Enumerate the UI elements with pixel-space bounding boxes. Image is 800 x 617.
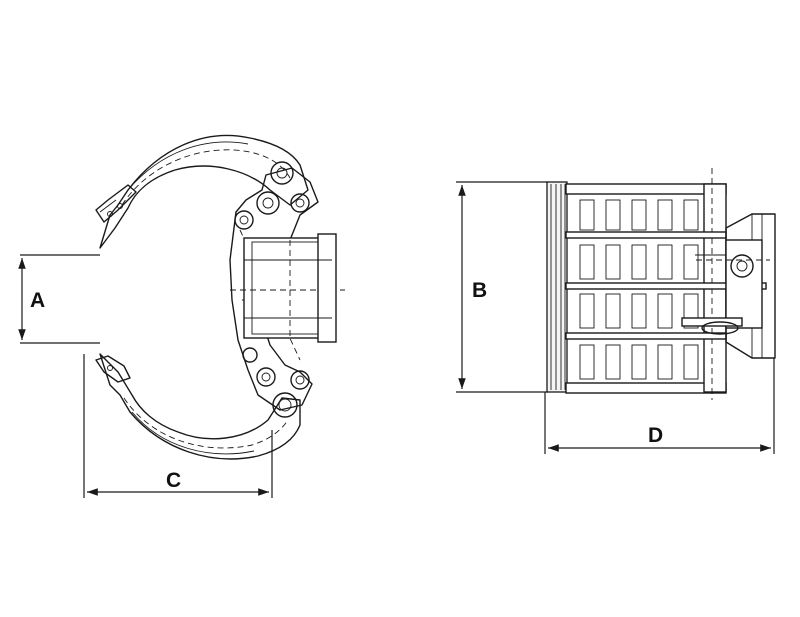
pivot-pins [234, 161, 310, 418]
front-tine-bar [546, 181, 568, 393]
rotator-head [229, 167, 345, 411]
dimension-a-label: A [30, 289, 45, 312]
dimension-c-label: C [166, 469, 181, 492]
dimension-d-label: D [648, 424, 663, 447]
rotator-attachment [681, 213, 776, 359]
dimension-d: D [544, 358, 775, 454]
dimension-a: A [18, 254, 100, 344]
upper-jaw-tooth [95, 184, 137, 223]
dimension-b: B [456, 181, 548, 393]
grapple-side-view [95, 134, 345, 460]
grapple-front-view [546, 168, 776, 400]
grapple-slots [579, 199, 699, 380]
upper-jaw [95, 134, 309, 249]
dimension-b-label: B [472, 279, 487, 302]
dimension-c: C [83, 354, 273, 498]
lower-jaw [95, 353, 301, 460]
lower-jaw-tooth [95, 355, 131, 383]
